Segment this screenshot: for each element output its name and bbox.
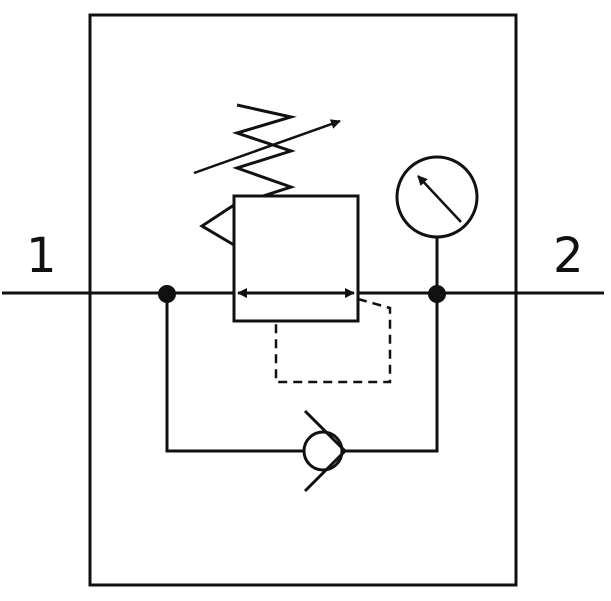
pilot-line-dashed [274, 297, 392, 384]
pressure-gauge-icon [395, 155, 479, 294]
bypass-loop [165, 294, 439, 453]
housing-outline [88, 13, 518, 587]
check-valve-icon [302, 409, 348, 493]
port-2-label: 2 [553, 228, 584, 284]
port-1-label: 1 [26, 228, 57, 284]
regulator-valve-icon [199, 194, 360, 323]
adjustable-spring-icon [193, 103, 341, 198]
